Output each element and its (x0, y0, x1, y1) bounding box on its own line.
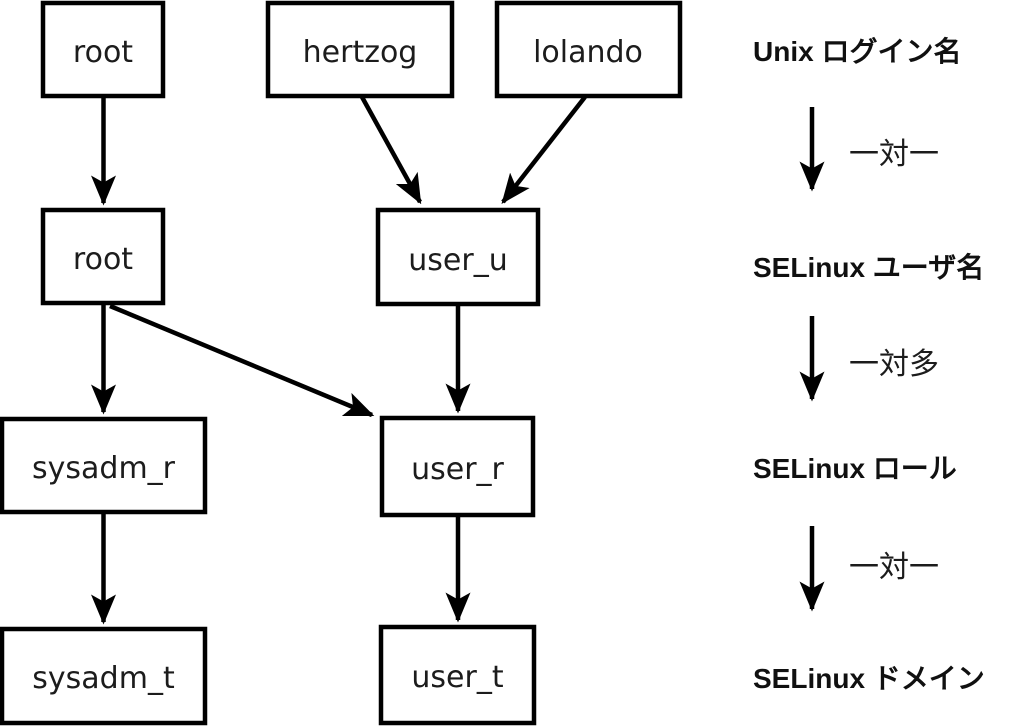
legend-level-unix-login: Unix ログイン名 (753, 36, 961, 67)
node-box (0, 626, 208, 726)
node-box (379, 415, 536, 518)
node-selinux-role-sysadm_r: sysadm_r (0, 416, 208, 515)
legend-relation-one-to-many: 一対多 (849, 347, 939, 382)
legend-level-selinux-user: SELinux ユーザ名 (753, 252, 984, 283)
node-label: root (73, 242, 133, 277)
edge-lolando-to-user_u (501, 95, 587, 204)
node-unix-login-root: root (40, 0, 166, 99)
node-unix-login-hertzog: hertzog (265, 0, 455, 99)
node-selinux-user-user_u: user_u (375, 207, 541, 307)
legend-level-selinux-domain: SELinux ドメイン (753, 663, 985, 694)
diagram-edges (91, 95, 587, 625)
node-selinux-domain-user_t: user_t (378, 624, 537, 726)
node-selinux-domain-sysadm_t: sysadm_t (0, 626, 208, 726)
node-selinux-role-user_r: user_r (379, 415, 536, 518)
node-box (378, 624, 537, 726)
node-label: user_r (411, 452, 504, 487)
node-label: user_t (411, 660, 503, 695)
legend-column: Unix ログイン名 一対一 SELinux ユーザ名 一対多 SELinux … (753, 36, 985, 694)
node-box (40, 0, 166, 99)
node-unix-login-lolando: lolando (494, 0, 683, 99)
node-label: sysadm_t (32, 661, 175, 696)
node-label: hertzog (303, 35, 418, 70)
diagram-nodes: root hertzog lolando root user_u sysadm_ (0, 0, 683, 726)
node-box (375, 207, 541, 307)
node-label: user_u (408, 243, 507, 278)
legend-relation-one-to-one-1: 一対一 (849, 137, 939, 172)
node-box (40, 207, 166, 306)
edge-hertzog-to-user_u (360, 95, 422, 205)
node-box (265, 0, 455, 99)
legend-relation-one-to-one-2: 一対一 (849, 550, 939, 585)
node-label: sysadm_r (32, 451, 176, 486)
node-label: lolando (533, 35, 643, 70)
node-box (0, 416, 208, 515)
legend-level-selinux-role: SELinux ロール (753, 453, 957, 484)
node-label: root (73, 35, 133, 70)
node-box (494, 0, 683, 99)
edge-root-to-user_r (109, 303, 375, 418)
node-selinux-user-root: root (40, 207, 166, 306)
